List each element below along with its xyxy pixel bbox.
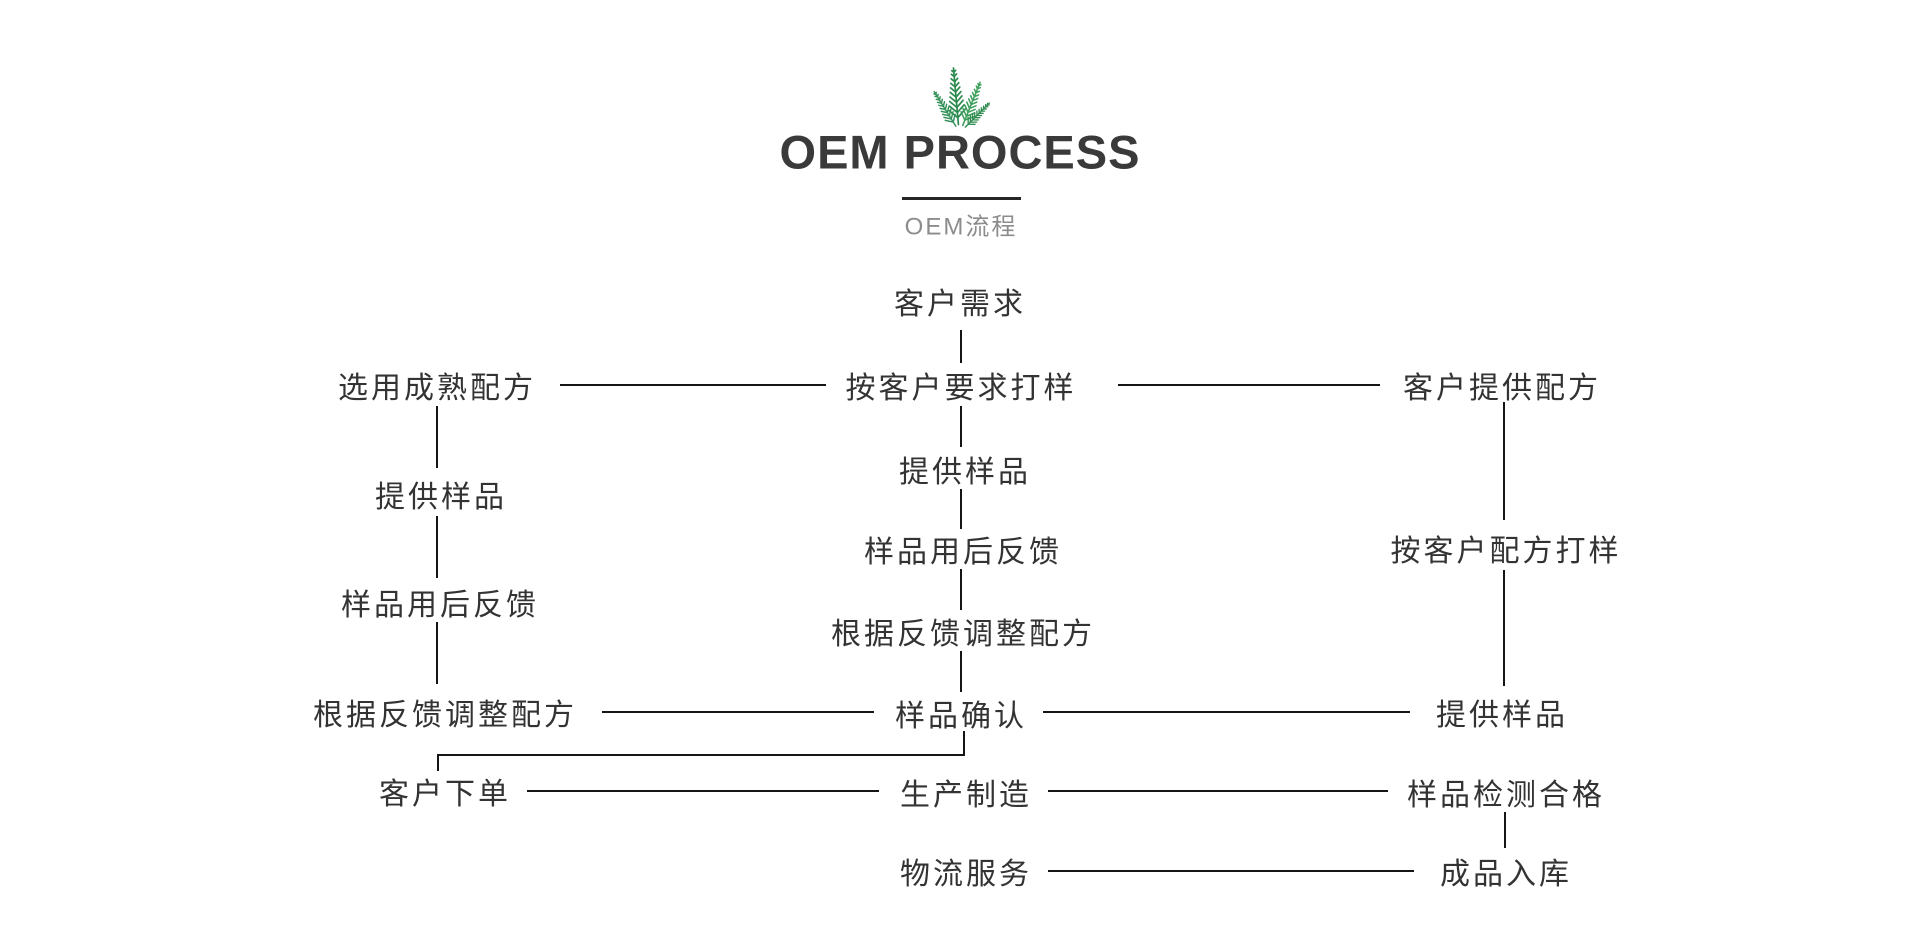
connector-confirm-elbow-down	[963, 731, 965, 755]
node-customer-demand: 客户需求	[894, 288, 1026, 321]
node-adjust-formula-center: 根据反馈调整配方	[831, 618, 1095, 651]
node-sample-feedback-left: 样品用后反馈	[341, 589, 539, 622]
node-sample-test-pass: 样品检测合格	[1407, 779, 1605, 812]
node-logistics: 物流服务	[900, 858, 1032, 891]
node-finished-goods: 成品入库	[1440, 858, 1572, 891]
node-sample-confirm: 样品确认	[895, 700, 1027, 733]
node-production: 生产制造	[900, 779, 1032, 812]
connector-production-to-testpass-h	[1048, 790, 1388, 792]
node-provide-sample-left: 提供样品	[375, 481, 507, 514]
connector-order-to-production-h	[527, 790, 879, 792]
connector-mature-to-sample-l	[436, 406, 438, 468]
node-customer-formula: 客户提供配方	[1403, 372, 1601, 405]
connector-sample-to-feedback-l	[436, 516, 438, 578]
connector-confirm-elbow-across	[437, 754, 965, 756]
node-provide-sample-center: 提供样品	[899, 456, 1031, 489]
page-title: OEM PROCESS	[779, 125, 1141, 179]
fern-icon	[928, 66, 994, 130]
node-customer-order: 客户下单	[379, 778, 511, 811]
node-sample-feedback-center: 样品用后反馈	[864, 536, 1062, 569]
connector-logistics-to-warehouse-h	[1048, 870, 1414, 872]
node-mature-formula: 选用成熟配方	[338, 372, 536, 405]
node-sample-per-request: 按客户要求打样	[845, 372, 1077, 405]
connector-demand-to-sampling	[960, 330, 962, 363]
connector-confirm-elbow-to-order	[437, 754, 439, 771]
connector-adjust-to-confirm-h	[602, 711, 874, 713]
connector-sampling-to-formula-h	[1118, 384, 1380, 386]
connector-feedback-to-adjust-l	[436, 622, 438, 684]
connector-sampling-to-sample-c	[960, 406, 962, 447]
connector-confirm-to-sample-h	[1043, 711, 1410, 713]
connector-mature-to-sampling-h	[560, 384, 826, 386]
connector-feedback-to-adjust-c	[960, 569, 962, 610]
connector-formula-to-sampling-r	[1503, 402, 1505, 520]
connector-adjust-to-confirm-c	[960, 651, 962, 692]
title-divider	[902, 197, 1021, 200]
node-provide-sample-right: 提供样品	[1436, 699, 1568, 732]
node-adjust-formula-left: 根据反馈调整配方	[313, 699, 577, 732]
node-sample-per-customer-formula: 按客户配方打样	[1390, 535, 1622, 568]
page-subtitle: OEM流程	[904, 213, 1018, 241]
connector-sample-to-feedback-c	[960, 489, 962, 529]
connector-sampling-to-sample-r	[1503, 570, 1505, 686]
connector-testpass-to-warehouse-r	[1504, 812, 1506, 848]
